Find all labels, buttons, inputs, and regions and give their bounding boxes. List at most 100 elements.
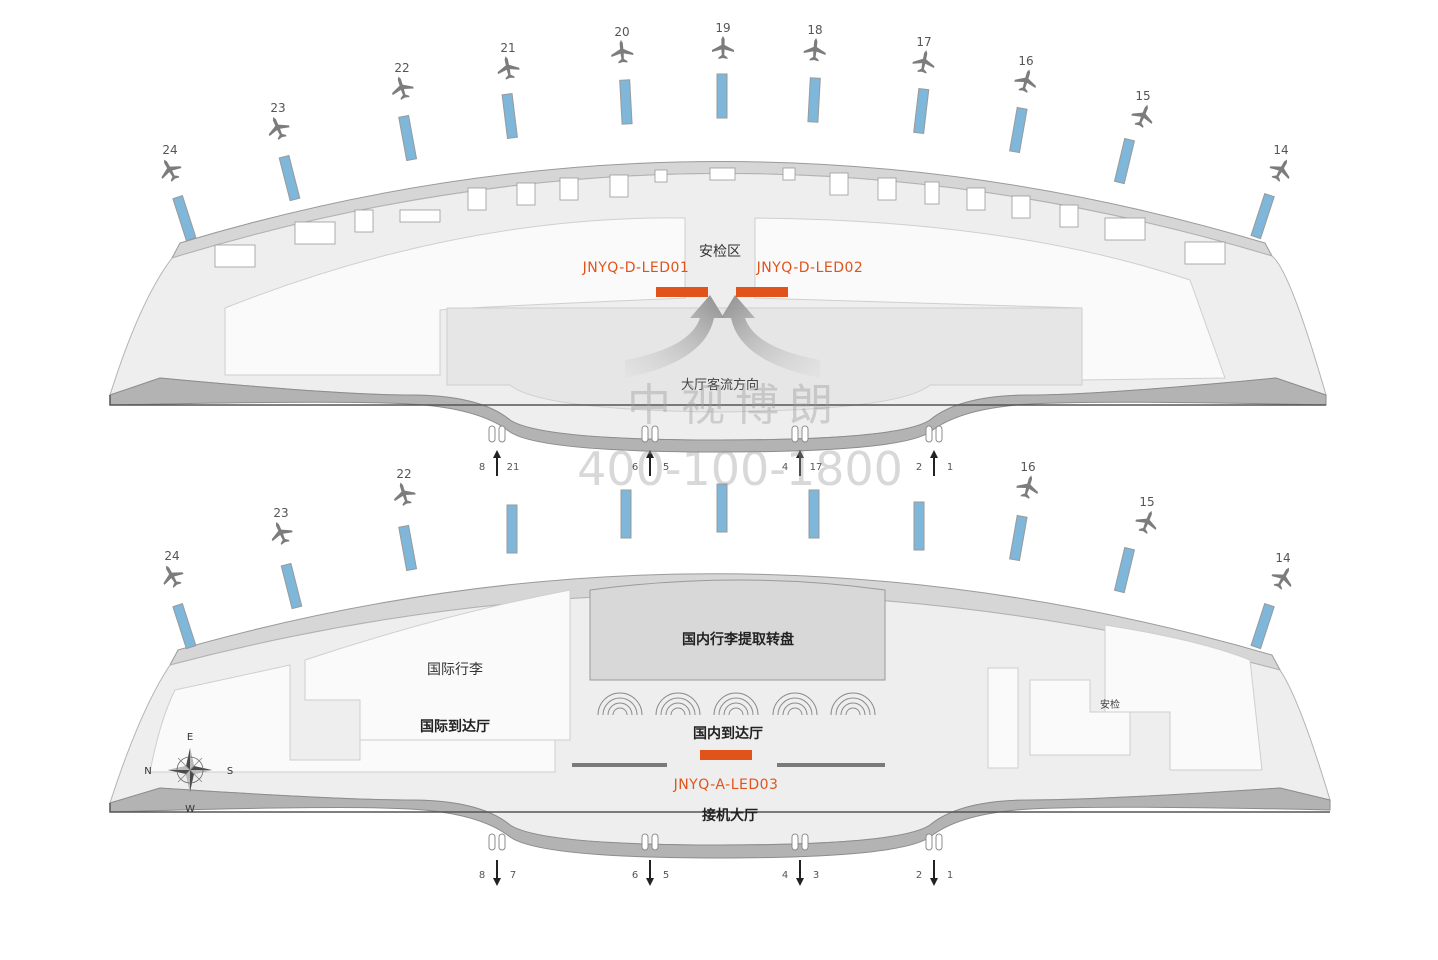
gate-number: 14 <box>1273 143 1288 157</box>
flow-arrow-right-icon <box>721 295 820 378</box>
airplane-icon <box>387 73 416 102</box>
jet-bridge <box>716 483 728 533</box>
gate-number: 20 <box>614 25 629 39</box>
airplane-icon <box>609 39 634 64</box>
svg-text:3: 3 <box>813 870 819 881</box>
jet-bridge <box>501 93 518 140</box>
lower-gate-15: 15 <box>1113 495 1162 594</box>
upper-seating <box>214 167 1226 268</box>
jet-bridge <box>1250 603 1275 650</box>
svg-text:5: 5 <box>663 462 669 473</box>
svg-text:4: 4 <box>782 462 788 473</box>
upper-gate-16: 16 <box>1009 54 1040 154</box>
airplane-icon <box>1267 562 1299 594</box>
dom-baggage-label: 国内行李提取转盘 <box>682 631 794 648</box>
gate-number: 22 <box>396 467 411 481</box>
gate-number: 18 <box>807 23 822 37</box>
svg-text:2: 2 <box>916 462 922 473</box>
dom-arrivals-label: 国内到达厅 <box>693 725 763 742</box>
gate-number: 17 <box>916 35 931 49</box>
compass-rose-icon: E W N S <box>144 732 233 815</box>
compass-s: S <box>227 766 233 777</box>
pickup-hall-label: 接机大厅 <box>702 807 758 824</box>
svg-text:6: 6 <box>632 462 638 473</box>
right-rooms <box>987 624 1263 771</box>
gate-number: 15 <box>1139 495 1154 509</box>
jet-bridge <box>280 562 303 610</box>
upper-gate-20: 20 <box>609 25 634 125</box>
upper-void-mid <box>446 307 1083 413</box>
compass-e: E <box>187 732 193 743</box>
compass-n: N <box>144 766 151 777</box>
flow-arrows <box>625 295 820 378</box>
arrow-down-icon <box>646 878 654 886</box>
gate-number: 24 <box>164 549 179 563</box>
jet-bridge <box>1113 137 1136 185</box>
jet-bridge <box>716 73 728 119</box>
jet-bridge <box>620 489 632 539</box>
airplane-icon <box>1012 66 1040 95</box>
lower-gate-14: 14 <box>1250 551 1299 650</box>
airplane-icon <box>494 54 521 81</box>
intl-arrivals-label: 国际到达厅 <box>420 718 490 735</box>
lower-gate-24: 24 <box>156 549 197 650</box>
upper-gate-22: 22 <box>387 61 418 162</box>
upper-gate-21: 21 <box>494 41 521 140</box>
intl-baggage-label: 国际行李 <box>427 662 483 678</box>
airplane-icon <box>711 35 735 60</box>
led-label-d02: JNYQ-D-LED02 <box>756 260 864 276</box>
jet-bridge <box>172 602 197 650</box>
jet-bridge <box>398 524 418 572</box>
jet-bridge <box>913 88 930 135</box>
gate-number: 23 <box>270 101 285 115</box>
lower-gate-22: 22 <box>389 467 418 572</box>
arrow-up-icon <box>930 450 938 458</box>
svg-text:4: 4 <box>782 870 788 881</box>
upper-level <box>109 161 1327 453</box>
led-marker-d01 <box>656 287 708 297</box>
svg-text:2: 2 <box>916 870 922 881</box>
svg-text:8: 8 <box>479 462 485 473</box>
led-label-d01: JNYQ-D-LED01 <box>582 260 690 276</box>
arrow-down-icon <box>796 878 804 886</box>
airplane-icon <box>911 48 938 75</box>
svg-text:1: 1 <box>947 870 953 881</box>
airplane-icon <box>803 37 828 62</box>
jet-bridge <box>1009 106 1028 154</box>
svg-text:7: 7 <box>510 870 516 881</box>
gate-number: 21 <box>500 41 515 55</box>
airplane-icon <box>1132 506 1162 537</box>
gate-number: 14 <box>1275 551 1290 565</box>
dom-baggage-room <box>589 579 886 681</box>
airplane-icon <box>1128 100 1158 131</box>
upper-gate-24: 24 <box>154 143 197 242</box>
flow-direction-label: 大厅客流方向 <box>681 377 759 393</box>
security-label: 安检 <box>1100 698 1120 711</box>
arrow-up-icon <box>646 450 654 458</box>
svg-text:6: 6 <box>632 870 638 881</box>
arrow-up-icon <box>493 450 501 458</box>
arrow-down-icon <box>493 878 501 886</box>
jet-bridge <box>398 114 418 162</box>
arrow-up-icon <box>796 450 804 458</box>
lower-front-edge <box>109 787 1331 859</box>
jet-bridge <box>807 77 821 123</box>
upper-void-right <box>754 217 1226 381</box>
lower-level <box>109 573 1331 859</box>
gate-number: 19 <box>715 21 730 35</box>
gate-number: 22 <box>394 61 409 75</box>
svg-text:1: 1 <box>947 462 953 473</box>
upper-gate-14: 14 <box>1250 143 1297 240</box>
